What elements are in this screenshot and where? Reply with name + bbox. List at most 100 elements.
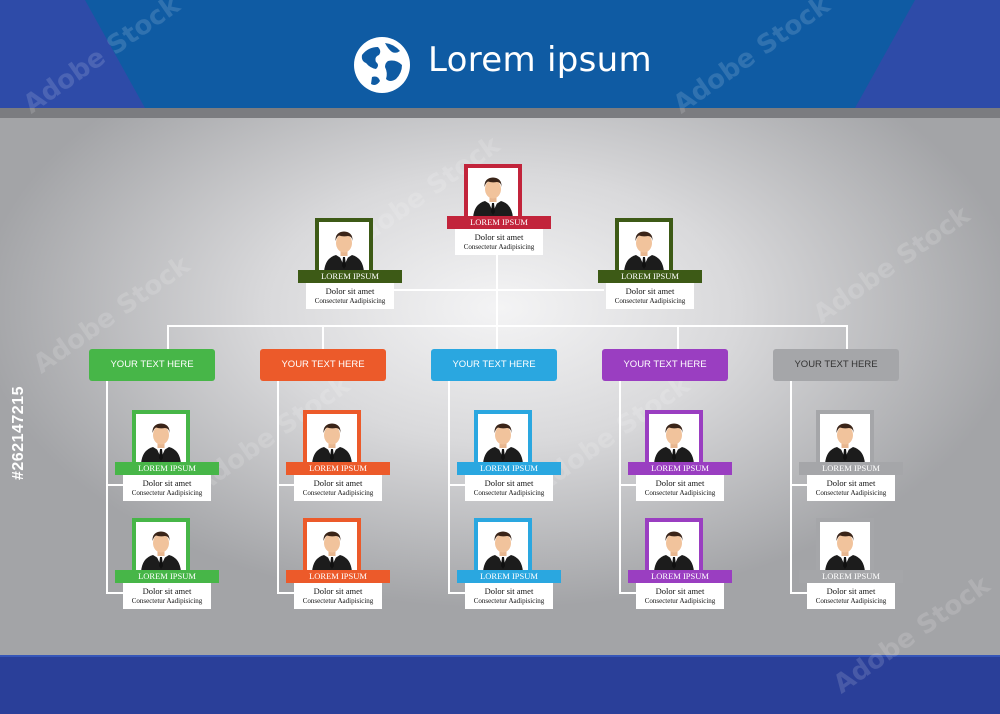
person-photo: [315, 218, 373, 276]
person-name: Dolor sit amet: [313, 478, 363, 488]
person-subtitle: Consectetur Aadipisicing: [815, 489, 887, 497]
person-avatar-icon: [468, 168, 518, 218]
person-subtitle: Consectetur Aadipisicing: [815, 597, 887, 605]
person-subtitle: Consectetur Aadipisicing: [463, 243, 535, 251]
department-label: YOUR TEXT HERE: [452, 359, 536, 370]
dept-drop-line: [322, 325, 324, 349]
person-photo: [474, 410, 532, 468]
person-name: Dolor sit amet: [474, 232, 524, 242]
person-name: Dolor sit amet: [325, 286, 375, 296]
person-name: Dolor sit amet: [655, 478, 705, 488]
person-name: Dolor sit amet: [142, 586, 192, 596]
dept-stem-line: [106, 381, 108, 593]
person-name: Dolor sit amet: [313, 586, 363, 596]
department-header: YOUR TEXT HERE: [260, 349, 386, 381]
stock-id-label: #262147215: [10, 386, 27, 480]
department-label: YOUR TEXT HERE: [110, 359, 194, 370]
department-header: YOUR TEXT HERE: [773, 349, 899, 381]
person-name: Dolor sit amet: [625, 286, 675, 296]
branch-line: [448, 592, 472, 594]
department-label: YOUR TEXT HERE: [794, 359, 878, 370]
person-avatar-icon: [820, 522, 870, 572]
person-role-band: LOREM IPSUM: [799, 570, 903, 583]
person-subtitle: Consectetur Aadipisicing: [473, 597, 545, 605]
person-name: Dolor sit amet: [484, 586, 534, 596]
person-subtitle: Consectetur Aadipisicing: [644, 489, 716, 497]
person-role-band: LOREM IPSUM: [298, 270, 402, 283]
branch-line: [106, 484, 130, 486]
department-header: YOUR TEXT HERE: [431, 349, 557, 381]
person-subtitle: Consectetur Aadipisicing: [302, 489, 374, 497]
person-role-band: LOREM IPSUM: [628, 462, 732, 475]
person-subtitle: Consectetur Aadipisicing: [302, 597, 374, 605]
globe-icon: [352, 35, 412, 95]
department-header: YOUR TEXT HERE: [602, 349, 728, 381]
person-avatar-icon: [307, 414, 357, 464]
person-photo: [464, 164, 522, 222]
person-photo: [132, 518, 190, 576]
manager-connector: [394, 289, 604, 291]
person-avatar-icon: [478, 414, 528, 464]
department-label: YOUR TEXT HERE: [623, 359, 707, 370]
person-photo: [303, 410, 361, 468]
branch-line: [106, 592, 130, 594]
dept-drop-line: [677, 325, 679, 349]
person-subtitle: Consectetur Aadipisicing: [473, 489, 545, 497]
person-photo: [474, 518, 532, 576]
footer-divider: [0, 655, 1000, 657]
dept-stem-line: [619, 381, 621, 593]
dept-drop-line: [496, 325, 498, 349]
person-name: Dolor sit amet: [826, 478, 876, 488]
person-avatar-icon: [649, 522, 699, 572]
person-avatar-icon: [478, 522, 528, 572]
person-photo: [816, 410, 874, 468]
person-avatar-icon: [307, 522, 357, 572]
person-avatar-icon: [136, 414, 186, 464]
person-subtitle: Consectetur Aadipisicing: [131, 597, 203, 605]
person-role-band: LOREM IPSUM: [457, 462, 561, 475]
ceo-connector: [496, 248, 498, 326]
department-connector: [167, 325, 848, 327]
dept-stem-line: [448, 381, 450, 593]
branch-line: [619, 592, 643, 594]
person-role-band: LOREM IPSUM: [457, 570, 561, 583]
person-avatar-icon: [619, 222, 669, 272]
dept-drop-line: [846, 325, 848, 349]
person-role-band: LOREM IPSUM: [115, 462, 219, 475]
person-subtitle: Consectetur Aadipisicing: [614, 297, 686, 305]
dept-stem-line: [790, 381, 792, 593]
person-avatar-icon: [319, 222, 369, 272]
branch-line: [448, 484, 472, 486]
person-subtitle: Consectetur Aadipisicing: [644, 597, 716, 605]
branch-line: [790, 592, 814, 594]
branch-line: [619, 484, 643, 486]
branch-line: [790, 484, 814, 486]
person-avatar-icon: [136, 522, 186, 572]
person-name: Dolor sit amet: [484, 478, 534, 488]
page-title: Lorem ipsum: [428, 40, 652, 80]
header-band: [0, 0, 1000, 108]
department-header: YOUR TEXT HERE: [89, 349, 215, 381]
person-role-band: LOREM IPSUM: [628, 570, 732, 583]
person-photo: [132, 410, 190, 468]
dept-drop-line: [167, 325, 169, 349]
